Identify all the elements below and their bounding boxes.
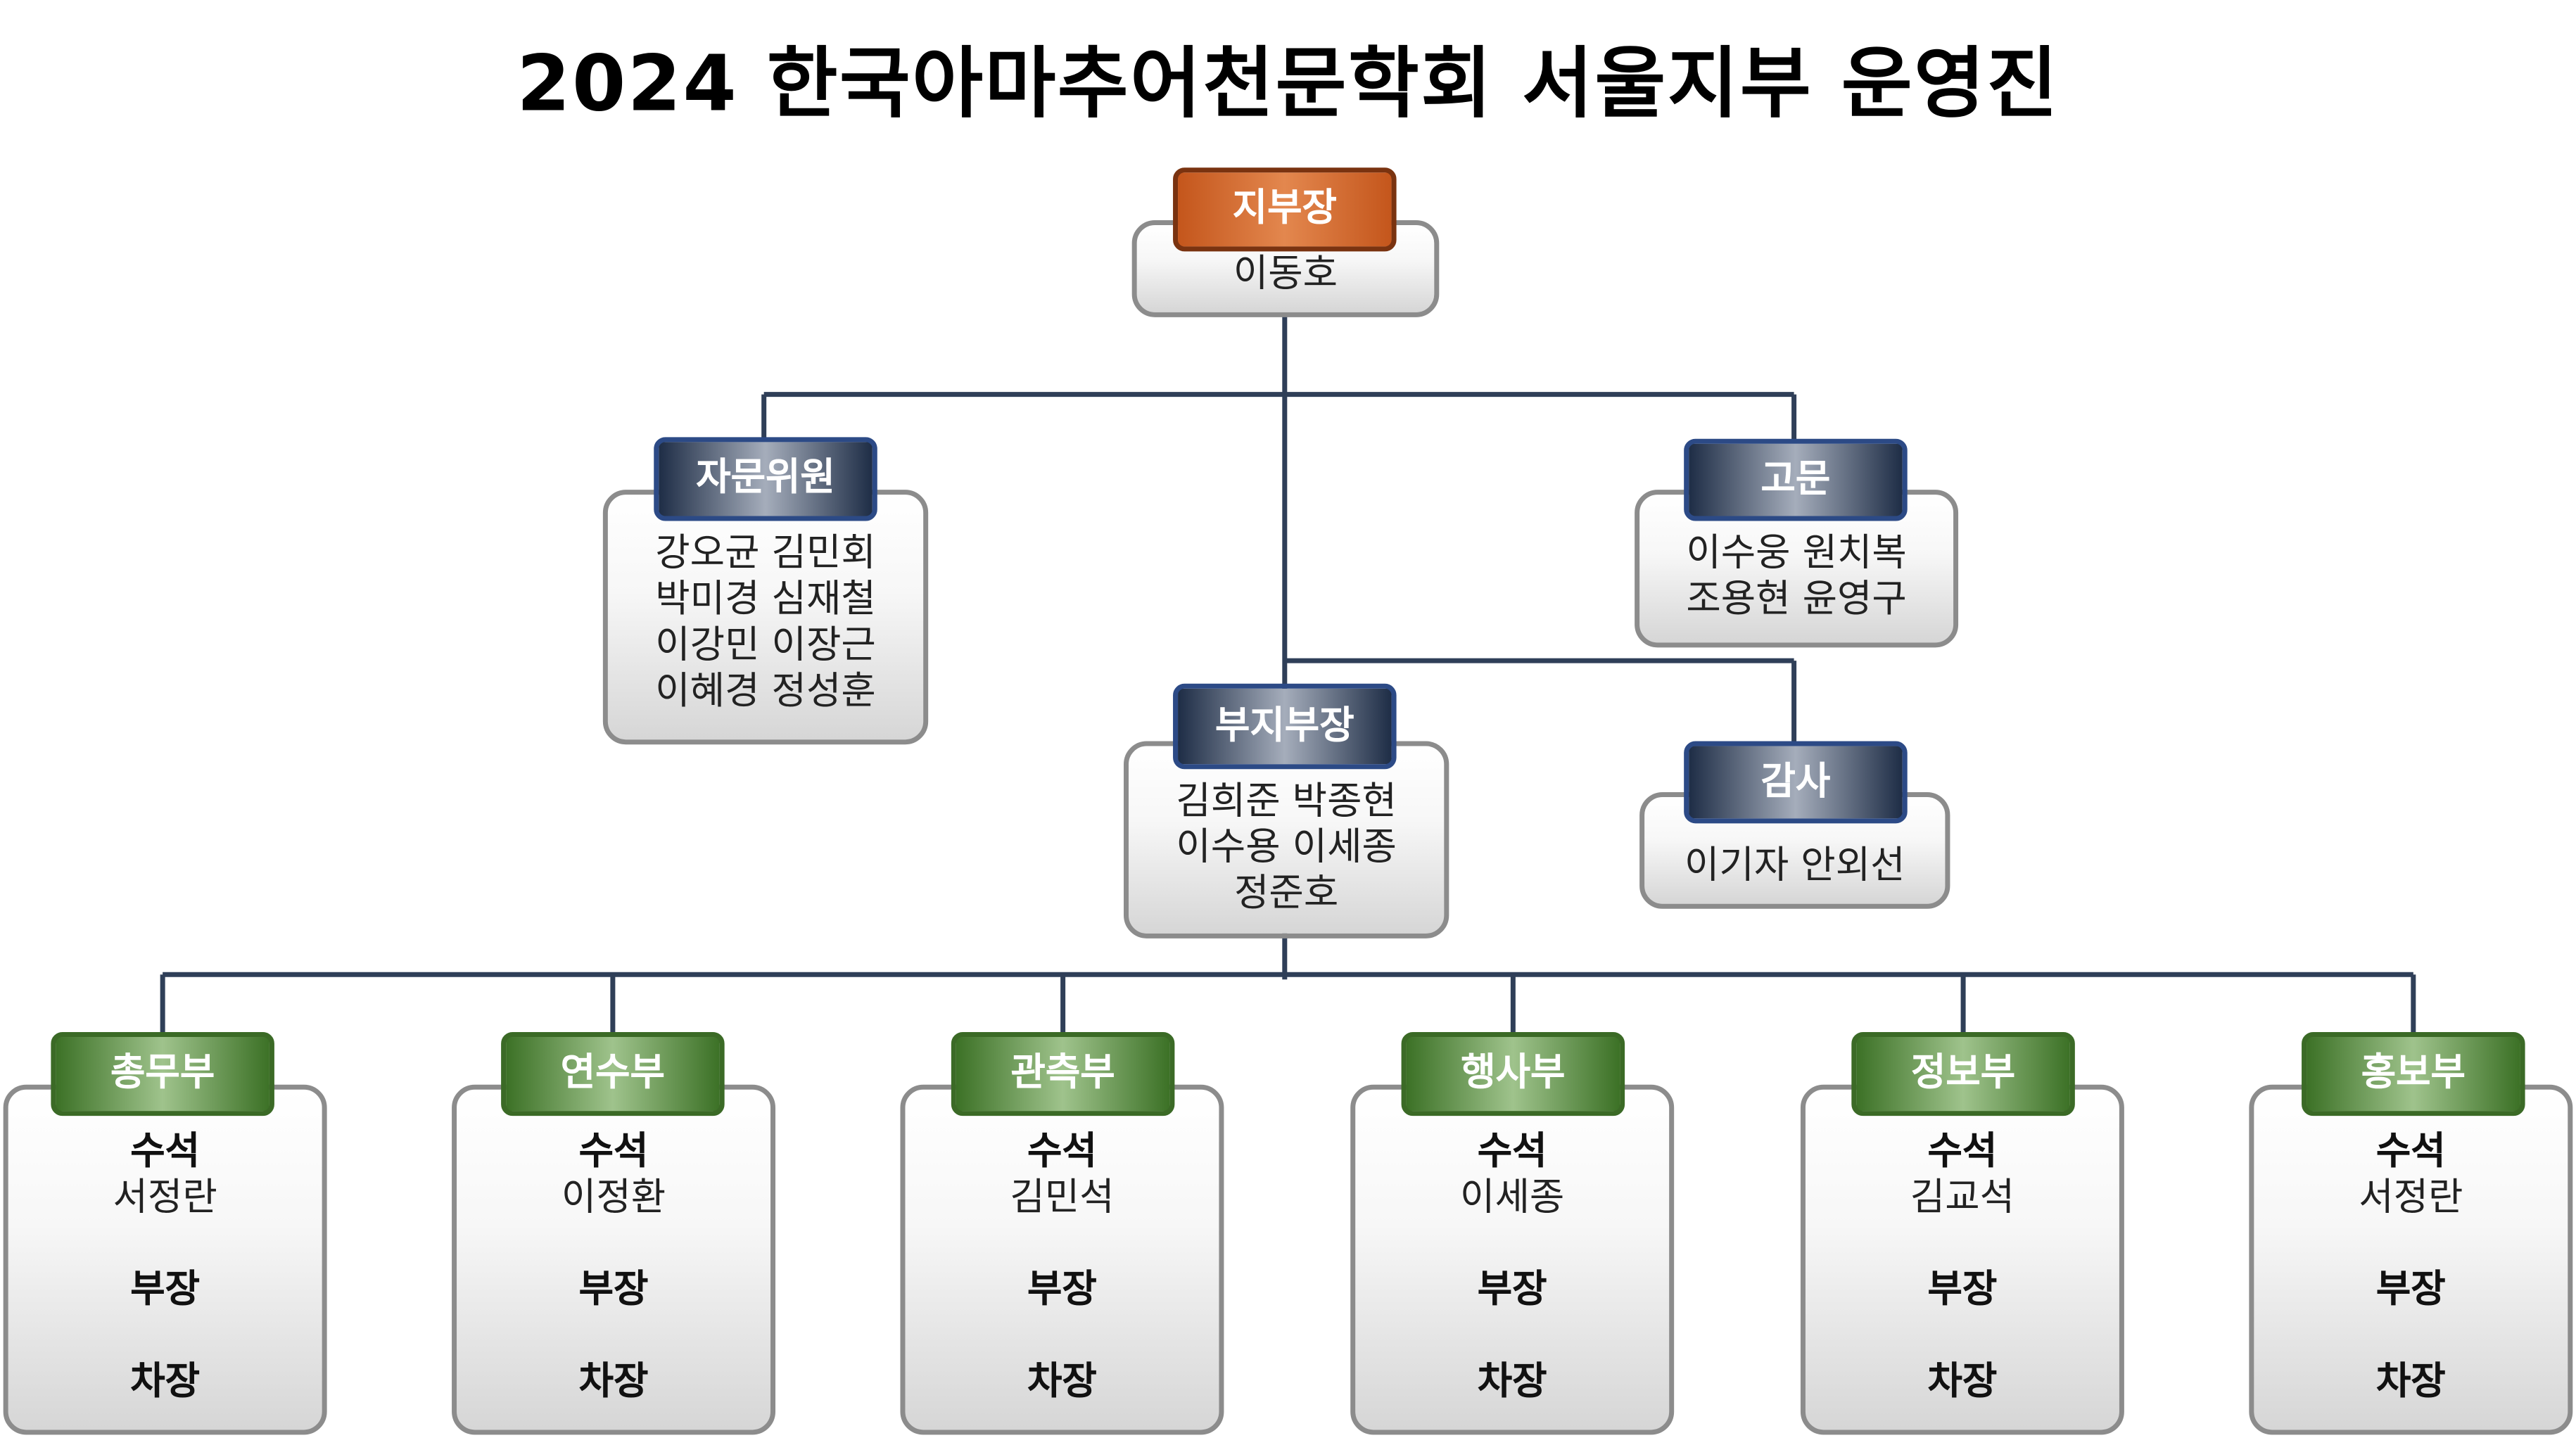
dept-deputy-label: 차장 bbox=[578, 1361, 649, 1404]
dept-tag-general-affairs: 총무부 bbox=[51, 1032, 274, 1116]
counselor-member-row: 이수웅 원치복 bbox=[1686, 532, 1907, 575]
dept-chief-name: 서정란 bbox=[2359, 1176, 2463, 1220]
advisory-member-row: 이혜경 정성훈 bbox=[655, 670, 876, 713]
dept-chief-label: 수석 bbox=[130, 1131, 201, 1173]
auditor-tag: 감사 bbox=[1684, 741, 1908, 824]
dept-tag-publicity: 홍보부 bbox=[2302, 1032, 2525, 1116]
dept-manager-label: 부장 bbox=[1927, 1268, 1998, 1312]
dept-chief-name: 서정란 bbox=[113, 1176, 217, 1220]
dept-chief-label: 수석 bbox=[1027, 1131, 1097, 1173]
advisory-box: 강오균 김민회 박미경 심재철 이강민 이장근 이혜경 정성훈 bbox=[602, 490, 929, 745]
dept-tag-information: 정보부 bbox=[1851, 1032, 2075, 1116]
dept-deputy-label: 차장 bbox=[2375, 1361, 2446, 1404]
auditor-member-row: 이기자 안외선 bbox=[1684, 844, 1905, 888]
dept-box-general-affairs: 수석 서정란 부장 차장 bbox=[3, 1084, 327, 1435]
branch-head-tag: 지부장 bbox=[1173, 167, 1397, 252]
dept-manager-label: 부장 bbox=[1027, 1268, 1097, 1312]
advisory-member-row: 박미경 심재철 bbox=[655, 578, 876, 622]
vice-head-tag: 부지부장 bbox=[1173, 683, 1397, 770]
branch-head-member: 이동호 bbox=[1233, 253, 1338, 296]
counselor-member-row: 조용현 윤영구 bbox=[1686, 578, 1907, 622]
dept-chief-name: 김민석 bbox=[1010, 1176, 1115, 1220]
dept-chief-label: 수석 bbox=[578, 1131, 649, 1173]
advisory-member-row: 이강민 이장근 bbox=[655, 624, 876, 668]
dept-chief-label: 수석 bbox=[1477, 1131, 1547, 1173]
dept-deputy-label: 차장 bbox=[130, 1361, 201, 1404]
dept-chief-label: 수석 bbox=[1927, 1131, 1998, 1173]
dept-tag-training: 연수부 bbox=[501, 1032, 725, 1116]
dept-deputy-label: 차장 bbox=[1927, 1361, 1998, 1404]
dept-tag-events: 행사부 bbox=[1401, 1032, 1625, 1116]
chart-title: 2024 한국아마추어천문학회 서울지부 운영진 bbox=[516, 39, 2060, 130]
dept-manager-label: 부장 bbox=[578, 1268, 649, 1312]
dept-deputy-label: 차장 bbox=[1027, 1361, 1097, 1404]
dept-manager-label: 부장 bbox=[1477, 1268, 1547, 1312]
dept-chief-name: 김교석 bbox=[1910, 1176, 2015, 1220]
dept-manager-label: 부장 bbox=[130, 1268, 201, 1312]
counselor-tag: 고문 bbox=[1684, 438, 1908, 521]
dept-box-observation: 수석 김민석 부장 차장 bbox=[900, 1084, 1224, 1435]
dept-box-events: 수석 이세종 부장 차장 bbox=[1350, 1084, 1675, 1435]
dept-deputy-label: 차장 bbox=[1477, 1361, 1547, 1404]
dept-chief-label: 수석 bbox=[2375, 1131, 2446, 1173]
dept-chief-name: 이정환 bbox=[561, 1176, 666, 1220]
advisory-tag: 자문위원 bbox=[654, 437, 877, 521]
dept-box-publicity: 수석 서정란 부장 차장 bbox=[2249, 1084, 2573, 1435]
vice-head-member-row: 이수용 이세종 bbox=[1176, 827, 1397, 870]
dept-box-training: 수석 이정환 부장 차장 bbox=[452, 1084, 776, 1435]
dept-manager-label: 부장 bbox=[2375, 1268, 2446, 1312]
vice-head-box: 김희준 박종현 이수용 이세종 정준호 bbox=[1124, 741, 1449, 938]
dept-tag-observation: 관측부 bbox=[951, 1032, 1175, 1116]
dept-chief-name: 이세종 bbox=[1460, 1176, 1565, 1220]
vice-head-member-row: 정준호 bbox=[1234, 872, 1339, 916]
dept-box-information: 수석 김교석 부장 차장 bbox=[1800, 1084, 2124, 1435]
advisory-member-row: 강오균 김민회 bbox=[655, 532, 876, 575]
vice-head-member-row: 김희준 박종현 bbox=[1176, 780, 1397, 824]
